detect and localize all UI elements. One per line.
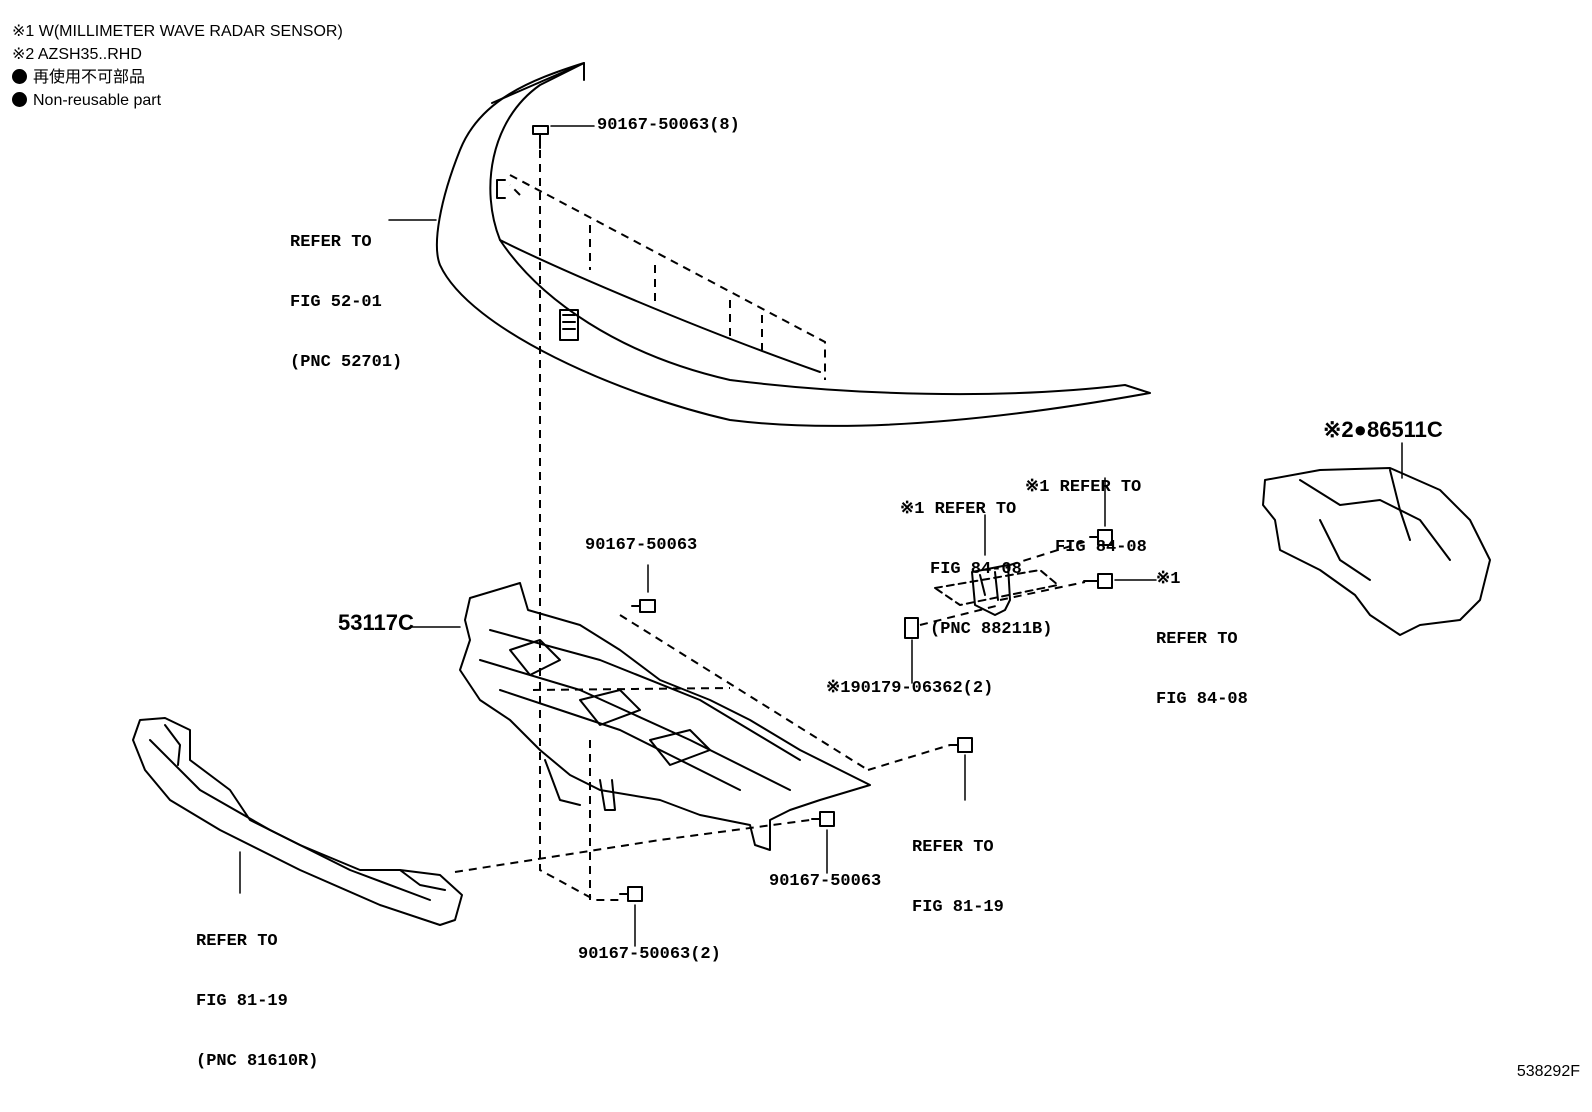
- radar-bolt-icon: [1089, 529, 1113, 546]
- radar-sensor-illustration: [934, 564, 1059, 616]
- dash-mount-top: [619, 614, 869, 771]
- dash-bumper-1: [509, 174, 826, 380]
- dash-vertical: [539, 150, 620, 901]
- label-radar-refer[interactable]: ※1 REFER TO FIG 84-08 (PNC 88211B): [900, 500, 1053, 639]
- filled-dot-icon: [12, 69, 27, 84]
- label-part-53117c[interactable]: 53117C: [338, 610, 414, 635]
- label-right-bolt-refer[interactable]: REFER TO FIG 81-19: [912, 838, 1004, 917]
- bolt-bottom-icon: [619, 886, 643, 902]
- fasteners: [532, 125, 1113, 902]
- bolt-center-icon: [631, 599, 656, 613]
- label-absorber-refer[interactable]: REFER TO FIG 81-19 (PNC 81610R): [196, 932, 319, 1071]
- leader-lines: [239, 125, 1403, 947]
- label-nut[interactable]: ※190179-06362(2): [826, 679, 994, 698]
- dash-absorber: [454, 819, 811, 873]
- filled-dot-icon: [12, 92, 27, 107]
- label-radar-screw-refer[interactable]: ※1 REFER TO FIG 84-08: [1156, 570, 1248, 709]
- label-bolt-center[interactable]: 90167-50063: [585, 536, 698, 555]
- radar-screw-icon: [1083, 573, 1113, 589]
- legend: ※1 W(MILLIMETER WAVE RADAR SENSOR) ※2 AZ…: [12, 20, 343, 112]
- figure-number: 538292F: [1516, 1063, 1580, 1080]
- label-bolt-top[interactable]: 90167-50063(8): [597, 116, 740, 135]
- bumper-cover-illustration: [435, 62, 1151, 427]
- legend-note-2: ※2 AZSH35..RHD: [12, 46, 142, 63]
- label-bolt-lower-right[interactable]: 90167-50063: [769, 872, 882, 891]
- bolt-top-icon: [532, 125, 549, 149]
- energy-absorber-illustration: [132, 717, 463, 926]
- legend-note-1: ※1 W(MILLIMETER WAVE RADAR SENSOR): [12, 23, 343, 40]
- right-bolt-icon: [949, 737, 973, 753]
- label-bumper-refer[interactable]: REFER TO FIG 52-01 (PNC 52701): [290, 233, 403, 372]
- bolt-lower-right-icon: [811, 811, 835, 827]
- bracket-86511c-illustration: [1262, 467, 1491, 636]
- label-part-86511c[interactable]: ※2●86511C: [1323, 417, 1443, 442]
- label-radar-bolt-refer[interactable]: ※1 REFER TO FIG 84-08: [1025, 478, 1147, 557]
- label-bolt-bottom[interactable]: 90167-50063(2): [578, 945, 721, 964]
- nut-icon: [904, 617, 919, 639]
- legend-non-reusable-jp: 再使用不可部品: [12, 66, 343, 89]
- reinforcement-53117c-illustration: [459, 582, 871, 851]
- legend-non-reusable-en: Non-reusable part: [12, 89, 343, 112]
